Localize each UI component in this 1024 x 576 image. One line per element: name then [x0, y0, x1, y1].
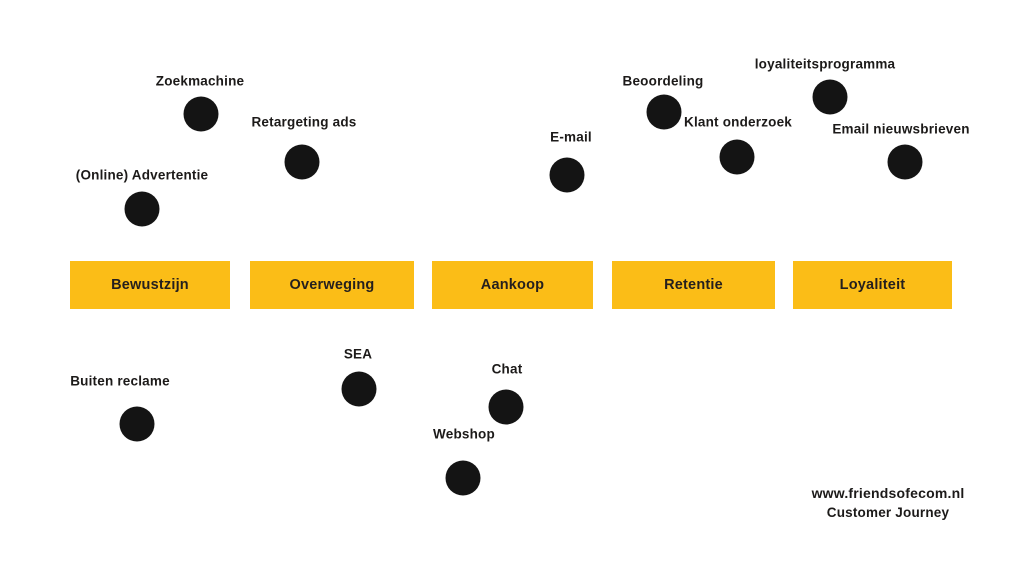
stage-loyaliteit: Loyaliteit	[793, 261, 952, 309]
touchpoint-label-beoordeling: Beoordeling	[622, 73, 704, 89]
footer-website: www.friendsofecom.nl	[811, 485, 965, 501]
stage-aankoop: Aankoop	[432, 261, 593, 309]
footer-title: Customer Journey	[826, 505, 950, 520]
stage-bewustzijn: Bewustzijn	[70, 261, 230, 309]
stage-label: Retentie	[664, 277, 723, 293]
stage-label: Overweging	[289, 277, 375, 293]
touchpoint-dot-sea	[341, 371, 377, 407]
touchpoint-label-webshop: Webshop	[433, 426, 495, 442]
touchpoint-dot-beoordeling	[646, 94, 682, 130]
touchpoint-dot-buiten-reclame	[119, 406, 155, 442]
footer: www.friendsofecom.nl Customer Journey	[812, 484, 965, 522]
stage-overweging: Overweging	[250, 261, 414, 309]
touchpoint-label-retargeting-ads: Retargeting ads	[251, 114, 357, 130]
touchpoint-dot-klant-onderzoek	[719, 139, 755, 175]
touchpoint-dot-chat	[488, 389, 524, 425]
touchpoint-dot-e-mail	[549, 157, 585, 193]
touchpoint-label-sea: SEA	[343, 346, 373, 362]
stage-label: Aankoop	[480, 277, 545, 293]
stage-label: Bewustzijn	[111, 277, 189, 293]
stage-retentie: Retentie	[612, 261, 775, 309]
stage-label: Loyaliteit	[839, 277, 906, 293]
touchpoint-dot-loyaliteitsprogramma	[812, 79, 848, 115]
touchpoint-label-klant-onderzoek: Klant onderzoek	[683, 114, 793, 130]
touchpoint-dot-online-advertentie	[124, 191, 160, 227]
touchpoint-label-buiten-reclame: Buiten reclame	[70, 373, 170, 389]
touchpoint-dot-email-nieuwsbrieven	[887, 144, 923, 180]
touchpoint-label-online-advertentie: (Online) Advertentie	[75, 167, 209, 183]
touchpoint-dot-webshop	[445, 460, 481, 496]
touchpoint-label-loyaliteitsprogramma: loyaliteitsprogramma	[754, 56, 896, 72]
touchpoint-label-email-nieuwsbrieven: Email nieuwsbrieven	[832, 121, 970, 137]
touchpoint-label-zoekmachine: Zoekmachine	[155, 73, 245, 89]
touchpoint-dot-retargeting-ads	[284, 144, 320, 180]
touchpoint-label-chat: Chat	[491, 361, 523, 377]
touchpoint-label-e-mail: E-mail	[550, 129, 592, 145]
touchpoint-dot-zoekmachine	[183, 96, 219, 132]
